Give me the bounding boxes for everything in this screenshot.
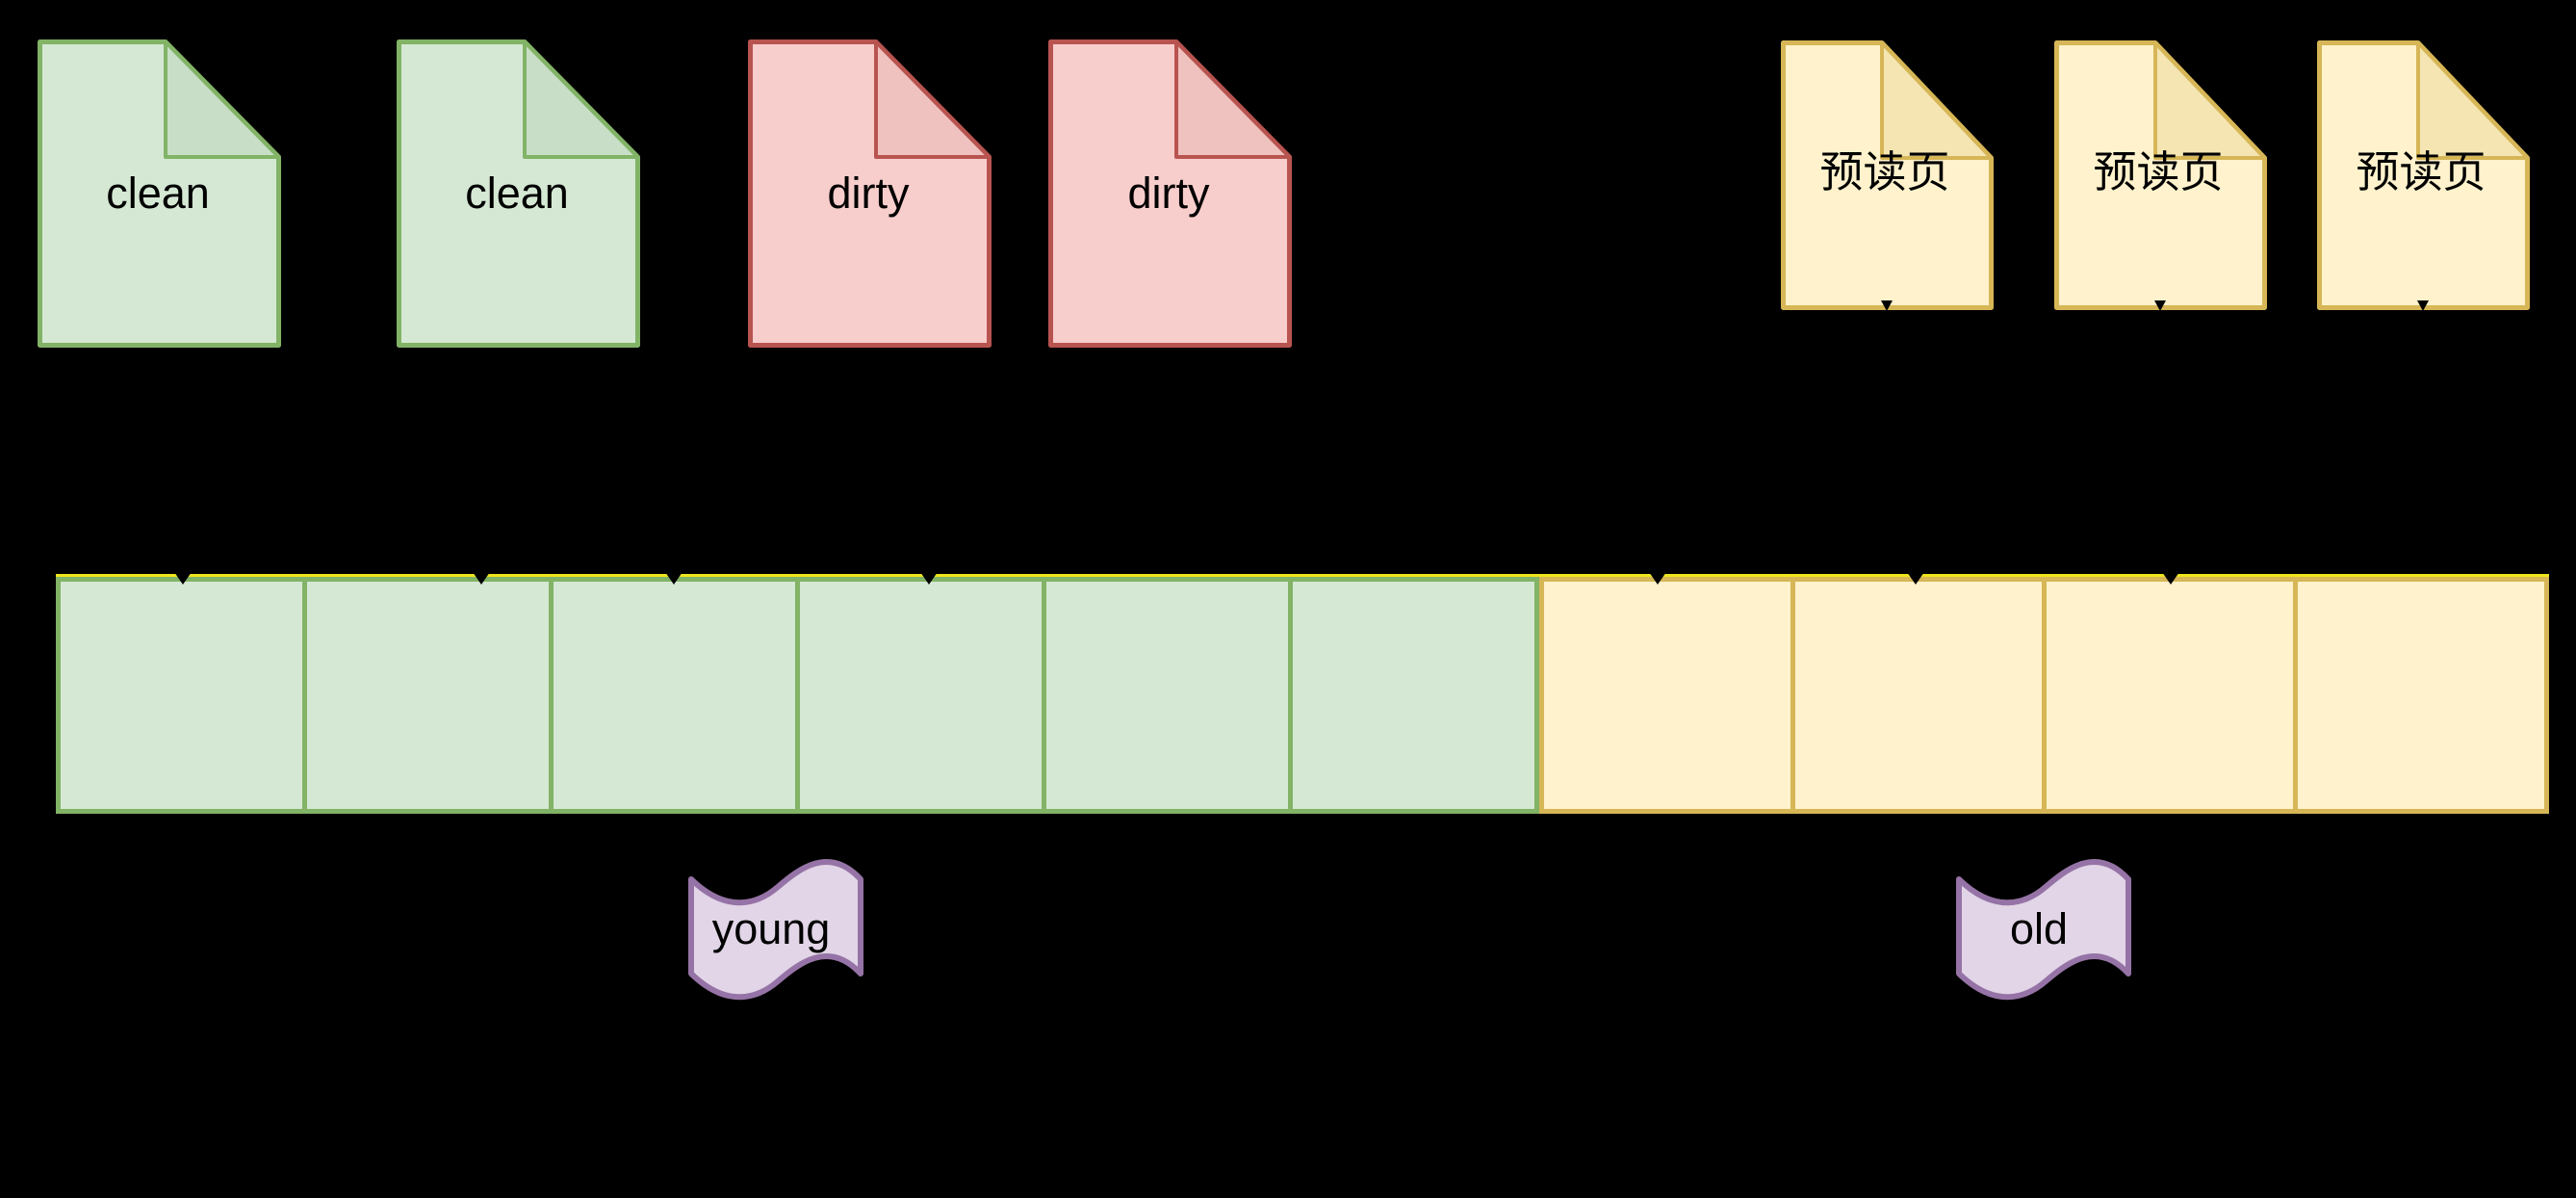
- old-cell-4: [2293, 582, 2544, 809]
- page-fold-corner: [2416, 40, 2530, 160]
- page-fold-corner: [874, 39, 992, 159]
- young-cell-2: [302, 582, 549, 809]
- young-cell-6: [1288, 582, 1534, 809]
- young-cell-4: [795, 582, 1042, 809]
- old-ribbon: old: [1956, 850, 2131, 1003]
- ribbon-shape: [1956, 858, 2131, 1001]
- page-label: 预读页: [1819, 147, 1949, 196]
- page-preread-2: 预读页: [2054, 40, 2267, 310]
- page-preread-1: 预读页: [1781, 40, 1994, 310]
- ribbon-label: old: [2010, 904, 2068, 953]
- arrow-stub-icon: [2417, 300, 2429, 311]
- page-label: 预读页: [2356, 147, 2486, 196]
- arrowhead-icon: [1907, 572, 1924, 585]
- page-fold-corner: [1880, 40, 1994, 160]
- old-cell-2: [1790, 582, 2042, 809]
- old-cell-3: [2042, 582, 2293, 809]
- page-label: 预读页: [2093, 147, 2223, 196]
- page-label: dirty: [827, 169, 910, 218]
- arrowhead-icon: [1649, 572, 1666, 585]
- arrowhead-icon: [174, 572, 192, 585]
- arrowhead-icon: [920, 572, 938, 585]
- arrowhead-icon: [665, 572, 683, 585]
- arrowhead-icon: [2162, 572, 2179, 585]
- page-dirty-2: dirty: [1048, 39, 1292, 348]
- page-label: clean: [106, 169, 210, 218]
- tape-shape-icon: young: [688, 858, 863, 1001]
- old-cell-1: [1544, 582, 1790, 809]
- page-fold-corner: [523, 39, 640, 159]
- young-cell-1: [61, 582, 302, 809]
- young-ribbon: young: [688, 850, 863, 1003]
- page-fold-corner: [1174, 39, 1292, 159]
- document-icon: 预读页: [1781, 40, 1994, 310]
- document-icon: 预读页: [2317, 40, 2530, 310]
- document-icon: dirty: [1048, 39, 1292, 348]
- document-icon: clean: [38, 39, 281, 348]
- lru-list-bar: [56, 574, 2549, 814]
- arrow-stub-icon: [1881, 300, 1893, 311]
- page-label: dirty: [1127, 169, 1210, 218]
- tape-shape-icon: old: [1956, 858, 2131, 1001]
- document-icon: 预读页: [2054, 40, 2267, 310]
- young-cell-3: [549, 582, 795, 809]
- ribbon-shape: [688, 858, 863, 1001]
- page-dirty-1: dirty: [748, 39, 992, 348]
- young-segment: [56, 577, 1540, 814]
- bar-top-accent-line: [56, 574, 2549, 577]
- page-fold-corner: [164, 39, 281, 159]
- arrow-stub-icon: [2154, 300, 2166, 311]
- page-clean-2: clean: [397, 39, 640, 348]
- arrowhead-icon: [473, 572, 490, 585]
- document-icon: dirty: [748, 39, 992, 348]
- old-segment: [1539, 577, 2549, 814]
- page-clean-1: clean: [38, 39, 281, 348]
- young-cell-5: [1042, 582, 1288, 809]
- page-fold-corner: [2153, 40, 2267, 160]
- document-icon: clean: [397, 39, 640, 348]
- page-label: clean: [465, 169, 569, 218]
- ribbon-label: young: [712, 904, 831, 953]
- page-preread-3: 预读页: [2317, 40, 2530, 310]
